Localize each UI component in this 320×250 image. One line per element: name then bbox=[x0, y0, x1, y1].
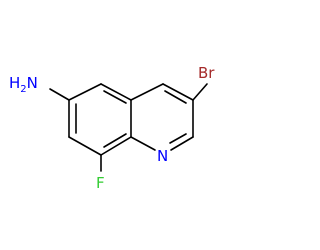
background bbox=[0, 0, 250, 250]
bond bbox=[130, 136, 156, 151]
bond-inner bbox=[164, 90, 187, 104]
fluoro-label: F bbox=[96, 174, 105, 192]
ring-nitrogen-label: N bbox=[157, 147, 168, 165]
bond-inner bbox=[169, 133, 187, 144]
amine-h: H bbox=[9, 74, 20, 92]
bond bbox=[68, 136, 102, 156]
bond bbox=[100, 83, 132, 101]
bromo-label: Br bbox=[198, 64, 215, 82]
bond-lines bbox=[49, 83, 208, 172]
bond bbox=[162, 83, 194, 101]
bond-inner bbox=[103, 90, 127, 104]
amine-n: N bbox=[27, 74, 38, 92]
bond-inner bbox=[103, 133, 127, 148]
amine-label: H2N bbox=[9, 74, 38, 95]
bond-bromo bbox=[192, 83, 208, 101]
molecule-structure: H2N Br N F bbox=[0, 0, 250, 250]
bond bbox=[68, 83, 102, 101]
bond bbox=[100, 136, 132, 156]
bond bbox=[130, 83, 164, 101]
amine-subscript: 2 bbox=[20, 84, 26, 95]
bond bbox=[170, 136, 194, 151]
bond-amine bbox=[49, 88, 70, 101]
